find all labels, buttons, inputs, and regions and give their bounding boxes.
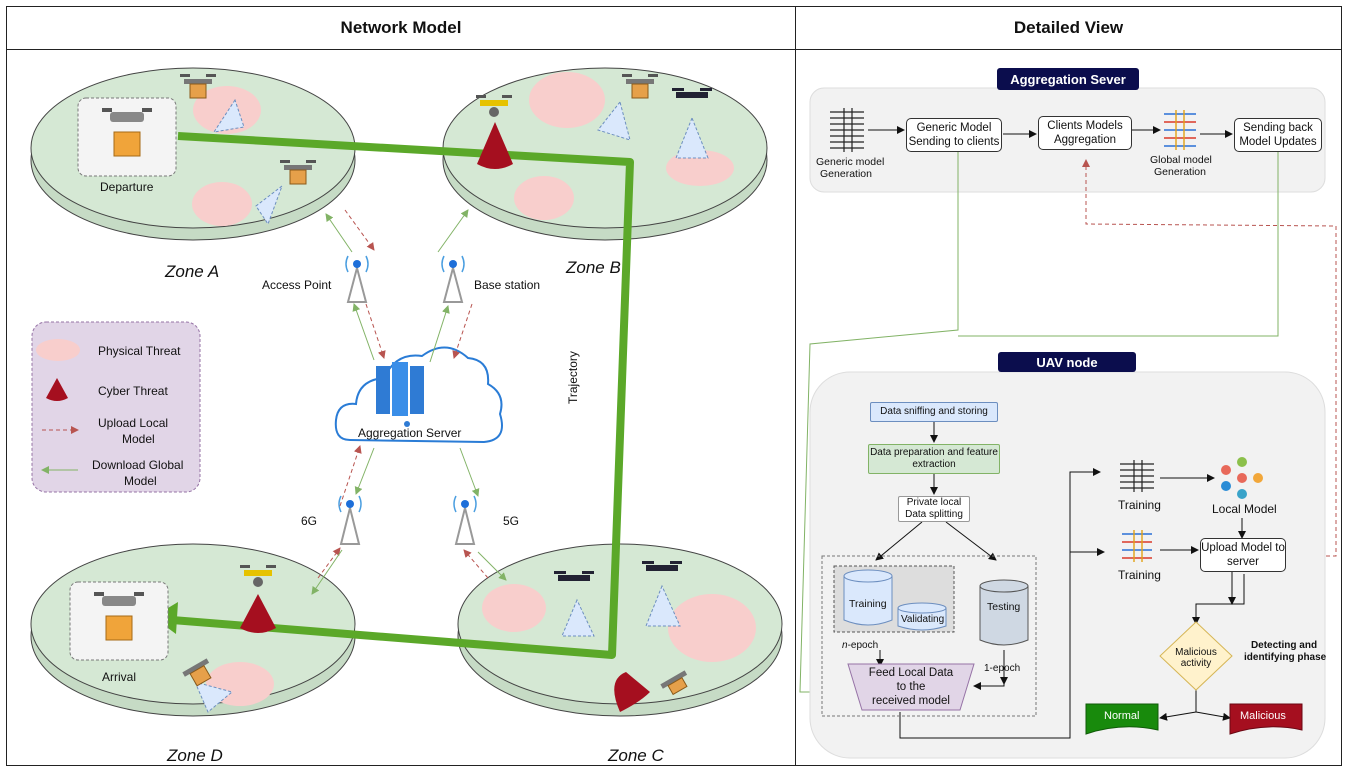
normal-output-label: Normal bbox=[1104, 710, 1140, 722]
generic-model-nn-icon bbox=[830, 108, 864, 152]
tower-icons bbox=[339, 264, 476, 545]
aggregation-server-header: Aggregation Sever bbox=[997, 68, 1139, 90]
signal-cones bbox=[194, 98, 709, 713]
validating-db-label: Validating bbox=[901, 614, 945, 625]
access-point-label: Access Point bbox=[262, 278, 332, 292]
zone-c-label: Zone C bbox=[608, 746, 664, 765]
n-epoch-label: n-epoch bbox=[842, 640, 879, 651]
legend-cyber-label: Cyber Threat bbox=[98, 384, 168, 398]
cyber-threats bbox=[240, 122, 650, 712]
malicious-output-shape bbox=[1229, 703, 1303, 735]
detailed-view-panel: Detailed View bbox=[795, 6, 1342, 766]
trajectory-path bbox=[171, 132, 634, 659]
training-label-2: Training bbox=[1118, 568, 1161, 582]
training-db-label: Training bbox=[849, 598, 887, 610]
drone-icons bbox=[180, 74, 712, 696]
legend-download-label-l2: Model bbox=[124, 474, 157, 488]
departure-label: Departure bbox=[100, 180, 154, 194]
legend-upload-label-l1: Upload Local bbox=[98, 416, 169, 430]
5g-label: 5G bbox=[503, 514, 520, 528]
legend-box bbox=[31, 321, 201, 493]
server-icon bbox=[376, 362, 424, 427]
testing-to-feed-line bbox=[973, 650, 1005, 690]
training-nn-icon-2 bbox=[1122, 530, 1152, 562]
departure-icon bbox=[77, 97, 177, 177]
malicious-output-label: Malicious bbox=[1240, 710, 1286, 722]
zone-b-label: Zone B bbox=[566, 258, 621, 277]
zone-d-label: Zone D bbox=[167, 746, 223, 765]
data-split-area bbox=[821, 555, 1037, 717]
legend-cyber-swatch bbox=[46, 378, 68, 401]
aggregation-server-label: Aggregation Server bbox=[358, 426, 462, 440]
data-sniffing-box: Data sniffing and storing bbox=[870, 402, 998, 422]
testing-db-icon bbox=[979, 579, 1029, 646]
1-epoch-label: 1-epoch bbox=[984, 663, 1021, 674]
training-db-icon bbox=[843, 569, 893, 626]
tower-waves bbox=[338, 255, 477, 513]
validating-db-icon bbox=[897, 602, 947, 631]
arrival-label: Arrival bbox=[102, 670, 137, 684]
tower-beacons bbox=[346, 260, 469, 508]
feed-local-data-shape bbox=[847, 663, 975, 711]
download-arrows bbox=[311, 209, 507, 595]
testing-db-label: Testing bbox=[987, 601, 1021, 613]
detailed-view-title: Detailed View bbox=[796, 7, 1341, 50]
legend-physical-swatch bbox=[36, 339, 80, 361]
legend-upload-label-l2: Model bbox=[122, 432, 155, 446]
legend-physical-label: Physical Threat bbox=[98, 344, 181, 358]
trajectory-label: Trajectory bbox=[566, 351, 580, 404]
upload-to-decision-line bbox=[1192, 574, 1245, 625]
training-label-1: Training bbox=[1118, 498, 1161, 512]
upload-arrows bbox=[317, 209, 489, 579]
zone-a-label: Zone A bbox=[165, 262, 220, 281]
physical-threats bbox=[192, 72, 756, 706]
malicious-activity-diamond bbox=[1159, 621, 1233, 691]
6g-label: 6G bbox=[301, 514, 318, 528]
base-station-label: Base station bbox=[474, 278, 541, 292]
uav-node-header: UAV node bbox=[998, 352, 1136, 372]
local-model-label: Local Model bbox=[1212, 502, 1277, 516]
arrival-icon bbox=[69, 581, 169, 661]
feed-to-training-line bbox=[899, 468, 1101, 739]
aggregation-flow-arrows bbox=[868, 126, 1233, 138]
download-flow-line-b bbox=[958, 152, 1279, 337]
training-nn-icon-1 bbox=[1120, 460, 1154, 492]
normal-output-shape bbox=[1085, 703, 1159, 735]
local-model-icon bbox=[1221, 457, 1263, 499]
upload-flow-line bbox=[1082, 159, 1337, 557]
network-model-title: Network Model bbox=[7, 7, 795, 50]
legend-download-label-l1: Download Global bbox=[92, 458, 184, 472]
global-model-nn-icon bbox=[1164, 110, 1196, 150]
